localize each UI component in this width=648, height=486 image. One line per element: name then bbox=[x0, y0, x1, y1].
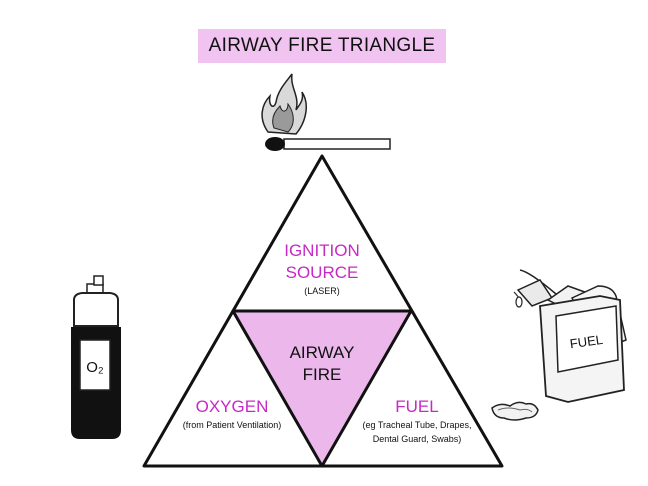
fuel-label-group: FUEL (eg Tracheal Tube, Drapes, Dental G… bbox=[347, 396, 487, 446]
oxygen-label-group: OXYGEN (from Patient Ventilation) bbox=[162, 396, 302, 432]
canister-label: O₂ bbox=[86, 359, 104, 376]
ignition-detail: (LASER) bbox=[304, 286, 340, 296]
burning-match-icon bbox=[261, 73, 391, 151]
fuel-label: FUEL bbox=[395, 397, 439, 416]
ignition-label-line2: SOURCE bbox=[285, 263, 359, 282]
center-label-line2: FIRE bbox=[302, 365, 342, 384]
fuel-can-icon: FUEL bbox=[513, 269, 627, 403]
oxygen-canister-icon: O₂ bbox=[71, 275, 121, 439]
center-label-line1: AIRWAY bbox=[289, 343, 355, 362]
can-label: FUEL bbox=[569, 332, 604, 351]
ignition-label-group: IGNITION SOURCE (LASER) bbox=[262, 240, 382, 298]
oxygen-label: OXYGEN bbox=[195, 397, 269, 416]
inner-triangle bbox=[231, 309, 413, 468]
fuel-detail-line1: (eg Tracheal Tube, Drapes, bbox=[362, 420, 472, 430]
center-label-group: AIRWAY FIRE bbox=[272, 342, 372, 386]
swabs-icon bbox=[491, 401, 539, 421]
diagram-title: AIRWAY FIRE TRIANGLE bbox=[208, 35, 436, 56]
title-box: AIRWAY FIRE TRIANGLE bbox=[198, 29, 446, 63]
fuel-detail-line2: Dental Guard, Swabs) bbox=[372, 434, 462, 444]
ignition-label-line1: IGNITION bbox=[284, 241, 360, 260]
oxygen-detail: (from Patient Ventilation) bbox=[182, 420, 282, 430]
